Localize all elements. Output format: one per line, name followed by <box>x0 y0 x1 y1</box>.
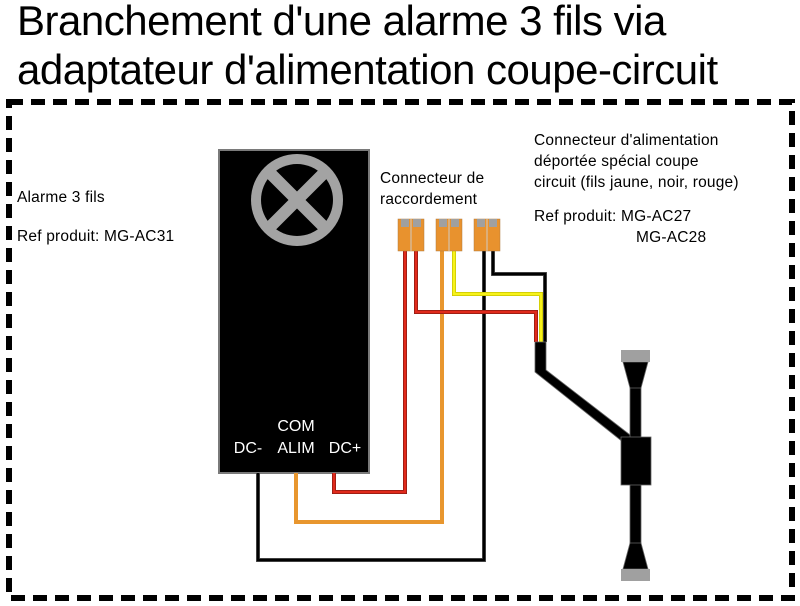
alarm-logo-icon <box>251 154 343 246</box>
alarm-device <box>218 149 370 474</box>
diagram-title: Branchement d'une alarme 3 fils via adap… <box>17 0 718 94</box>
junction-block-black <box>473 218 501 252</box>
title-line-1: Branchement d'une alarme 3 fils via <box>17 0 666 44</box>
title-line-2: adaptateur d'alimentation coupe-circuit <box>17 46 718 93</box>
power-adapter-cable <box>534 341 652 581</box>
alarm-ref-label: Ref produit: MG-AC31 <box>17 228 175 245</box>
junction-block-orange <box>435 218 463 252</box>
junction-label: Connecteur de raccordement <box>380 168 484 210</box>
alarm-name-label: Alarme 3 fils <box>17 189 105 206</box>
adapter-label: Connecteur d'alimentation déportée spéci… <box>534 130 739 193</box>
junction-label-line-2: raccordement <box>380 191 478 208</box>
junction-block-red <box>397 218 425 252</box>
terminal-dc-plus-label: DC+ <box>328 440 362 457</box>
bottom-plug <box>622 542 649 570</box>
terminal-dc-minus-label: DC- <box>233 440 263 457</box>
wire-orange-com-alim <box>294 250 444 524</box>
adapter-ref-label-2: MG-AC28 <box>636 229 707 246</box>
wires-adapter-side <box>414 250 547 342</box>
adapter-label-line-1: Connecteur d'alimentation <box>534 132 719 149</box>
terminal-com-line-2: ALIM <box>277 440 315 457</box>
junction-connectors <box>397 218 501 252</box>
terminal-com-line-1: COM <box>277 418 315 435</box>
top-plug <box>622 361 649 389</box>
terminal-com-label: COM ALIM <box>272 416 320 460</box>
adapter-ref-label: Ref produit: MG-AC27 <box>534 208 692 225</box>
adapter-label-line-2: déportée spécial coupe <box>534 153 699 170</box>
wire-yellow-adapter <box>452 250 543 342</box>
dashed-border <box>6 99 795 601</box>
splitter-box <box>620 436 652 486</box>
bottom-plug-tip-icon <box>621 569 650 581</box>
adapter-label-line-3: circuit (fils jaune, noir, rouge) <box>534 174 739 191</box>
wires-alarm-side <box>256 250 486 562</box>
top-plug-tip-icon <box>621 350 650 362</box>
junction-label-line-1: Connecteur de <box>380 170 485 187</box>
